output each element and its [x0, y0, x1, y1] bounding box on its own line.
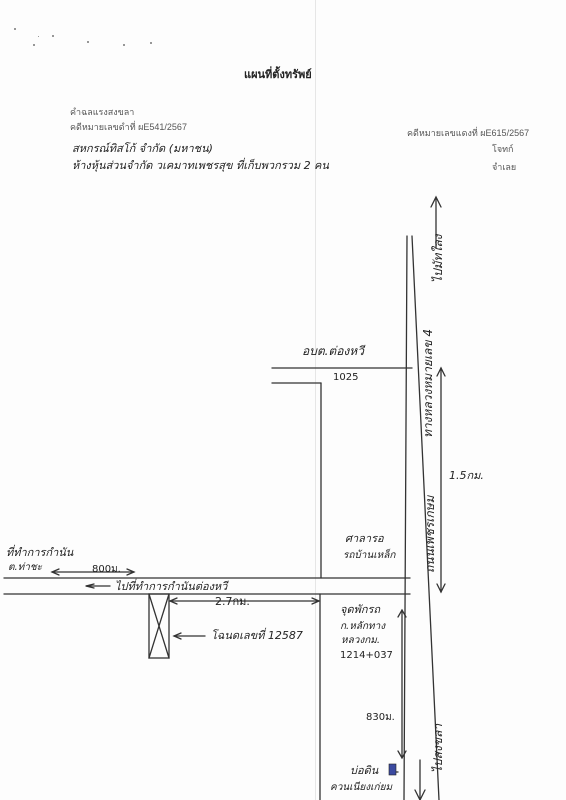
plaintiff-label: โจทก์ [492, 144, 514, 154]
road-to-headman-office: ไปที่ทำการกำนันต่องหวี [115, 580, 228, 593]
black-case-number: คดีหมายเลขดำที่ ผE541/2567 [70, 122, 187, 132]
red-case-number: คดีหมายเลขแดงที่ ผE615/2567 [407, 128, 530, 138]
defendant-name: ห้างหุ้นส่วนจำกัด วเคมาทเพชรสุข ที่เก็บพ… [72, 159, 329, 172]
km-post-value: 1214+037 [340, 650, 393, 661]
bus-stop-label-2: รถบ้านเหล็ก [343, 550, 396, 561]
highway-west-edge [403, 235, 408, 800]
highway-number-label: ทางหลวงหมายเลข 4 [421, 328, 435, 438]
north-road-label: ไปมัทใลง [431, 234, 445, 283]
distance-830m: 830ม. [366, 712, 395, 723]
headman-office-label: ที่ทำการกำนัน [6, 546, 74, 559]
sao-office-label: อบต.ต่องหวี [302, 344, 364, 358]
village-label: ควนเนียงเก่ยม [330, 782, 393, 793]
bus-stop-label: ศาลารอ [345, 532, 384, 545]
defendant-label: จำเลย [492, 162, 517, 172]
south-road-label: ไปสงขลา [431, 723, 445, 773]
court-name: คำฉลแรงสงขลา [70, 107, 135, 117]
earth-pit-label: บ่อดิน [350, 764, 379, 777]
fold-line [315, 0, 316, 800]
distance-1-5km: 1.5กม. [449, 469, 484, 482]
highway-east-edge [411, 235, 440, 800]
plaintiff-name: สหกรณ์ทิสโก้ จำกัด (มหาชน) [72, 142, 213, 155]
km-post-label-2: หลวงกม. [341, 635, 381, 646]
headman-office-label-2: ต.ท่าชะ [8, 562, 43, 573]
document-title: แผนที่ตั้งทรัพย์ [244, 69, 312, 81]
road-1025-label: 1025 [333, 372, 359, 383]
highway-name-label: ถนนเพชรเกษม [423, 495, 437, 573]
title-deed-label: โฉนดเลขที่ 12587 [211, 629, 303, 642]
rest-stop-label: จุดพักรถ [340, 603, 381, 616]
bottom-marker [388, 763, 397, 776]
km-post-label: ก.หลักทาง [340, 621, 386, 632]
distance-2-7km: 2.7กม. [215, 595, 250, 608]
distance-800m: 800ม. [92, 564, 121, 575]
